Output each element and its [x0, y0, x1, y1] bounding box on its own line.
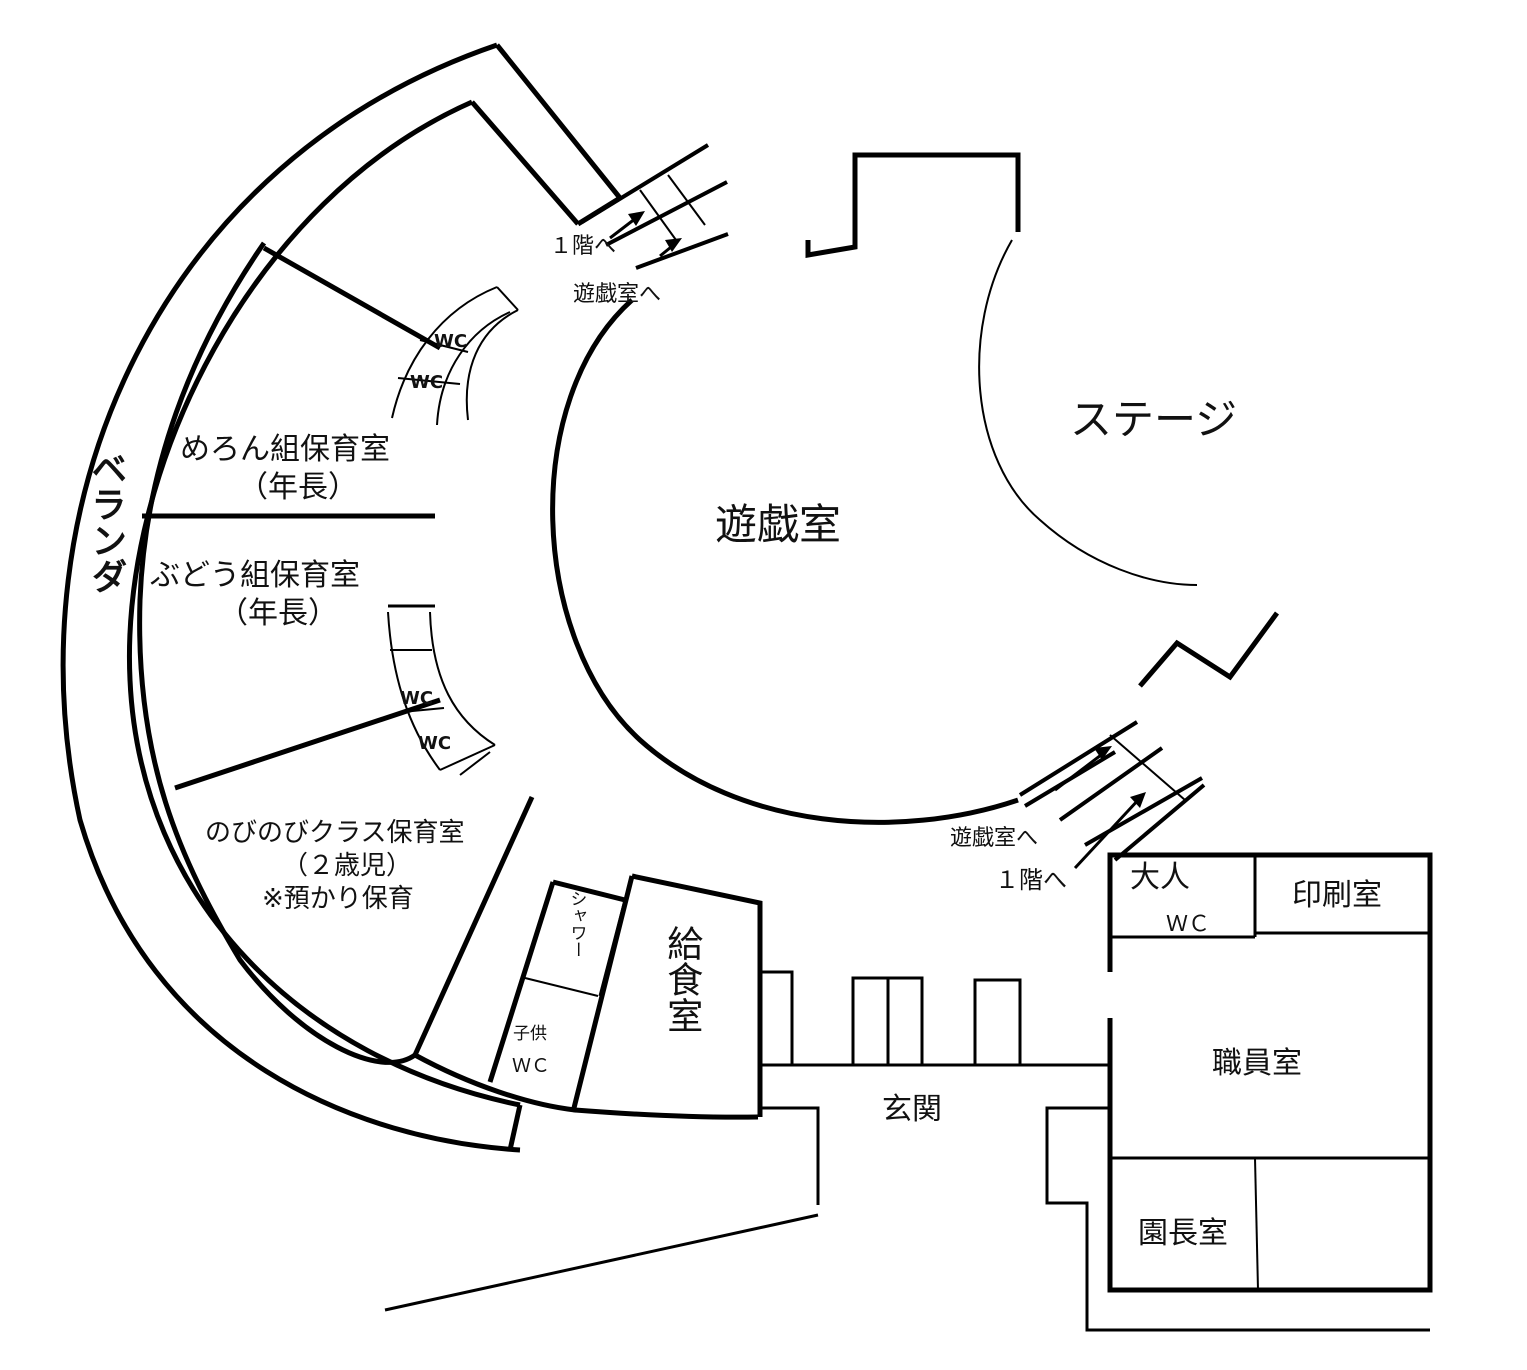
entrance-door: [760, 1106, 820, 1205]
entrance-shoe-rack-2: [851, 976, 924, 1065]
wc-label-3: WC: [400, 688, 434, 709]
upper-stair-rail-2: [605, 180, 728, 247]
office-block-outer: [1107, 852, 1433, 1293]
entrance-label: 玄関: [882, 1092, 942, 1127]
melon-room-sublabel: （年長）: [238, 470, 358, 505]
stage-right-wall: [1138, 611, 1280, 688]
adult-wc-label: 大人: [1130, 860, 1190, 895]
print-room-label: 印刷室: [1292, 878, 1382, 913]
entrance-shoe-rack-1: [762, 970, 794, 1065]
lower-wc-divider-2: [401, 707, 445, 713]
veranda-end-wall: [507, 1104, 523, 1151]
lower-stair-arrow-1: [1054, 750, 1106, 792]
stage-label: ステージ: [1070, 395, 1238, 444]
nobinobi-side-wall: [412, 795, 535, 1057]
lower-stair-arrowhead-1: [1094, 746, 1112, 760]
entrance-shoe-rack-3: [973, 978, 1022, 1065]
lower-wc-door: [459, 751, 491, 776]
office-side-path: [1045, 1106, 1430, 1332]
budou-room-sublabel: （年長）: [218, 596, 338, 631]
wc-label-1: WC: [434, 331, 468, 352]
child-wc-wall: [598, 899, 627, 997]
budou-room-label: ぶどう組保育室: [150, 558, 360, 593]
stage-edge: [978, 239, 1198, 586]
lower-wc-edge: [439, 744, 496, 771]
upper-wc-inner: [465, 309, 519, 421]
upper-wc-divider-2: [397, 377, 461, 385]
nobinobi-room-label: のびのびクラス保育室: [205, 818, 465, 848]
lower-wc-outer: [387, 611, 441, 771]
lower-stair-step-1: [1109, 734, 1186, 801]
playroom-label: 遊戯室: [715, 500, 842, 549]
wc-label-2: WC: [410, 372, 444, 393]
lower-stair-playroom-label: 遊戯室へ: [950, 826, 1039, 851]
shower-divider: [524, 977, 599, 997]
lower-stair-floor1-label: １階へ: [995, 866, 1067, 894]
upper-wc-mid: [436, 311, 511, 426]
melon-top-wall: [262, 245, 442, 351]
veranda-inner-wall: [126, 99, 580, 1108]
upper-wc-outer: [391, 286, 498, 419]
classroom-arc-outer: [137, 241, 417, 1065]
upper-stair-arrowhead-1: [628, 211, 645, 226]
lower-stair-rail-3: [1058, 746, 1164, 822]
principal-room-label: 園長室: [1138, 1216, 1228, 1251]
entrance-approach: [384, 1213, 819, 1312]
veranda-label: ベランダ: [85, 450, 127, 594]
lower-stair-rail-5: [1113, 783, 1206, 862]
child-wc-label: 子供: [513, 1024, 547, 1044]
child-wc-label-2: ＷＣ: [512, 1055, 551, 1077]
upper-stair-arrowhead-2: [665, 238, 682, 252]
upper-stair-rail-3: [635, 232, 729, 270]
veranda-outer-wall: [60, 42, 622, 1153]
playroom-wall: [550, 298, 1019, 825]
upper-stair-rail-1: [580, 143, 710, 224]
upper-stair-playroom-label: 遊戯室へ: [573, 282, 662, 307]
upper-stair-step-1: [639, 189, 677, 241]
principal-divider: [1254, 1157, 1259, 1291]
adult-wc-label-2: ＷＣ: [1166, 912, 1211, 937]
lower-wc-inner: [429, 611, 496, 746]
upper-wc-edge: [496, 286, 519, 311]
lower-stair-rail-4: [1084, 776, 1203, 847]
nobinobi-room-note: ※預かり保育: [262, 884, 414, 914]
budou-nobinobi-wall: [174, 697, 441, 791]
melon-room-label: めろん組保育室: [180, 432, 390, 467]
nobinobi-room-sublabel: （２歳児）: [282, 851, 413, 881]
kitchen-label: 給食室: [661, 925, 703, 1033]
staff-room-label: 職員室: [1212, 1046, 1302, 1081]
upper-stair-step-2: [667, 174, 706, 226]
lower-stair-rail-1: [1018, 720, 1139, 797]
wc-label-4: WC: [418, 733, 452, 754]
shower-label: シャワー: [566, 890, 587, 958]
lower-stair-arrow-2: [1073, 796, 1142, 870]
upper-stair-floor1-label: １階へ: [550, 234, 617, 259]
lower-stair-arrowhead-2: [1130, 792, 1146, 808]
stage-back-wall: [805, 152, 1021, 258]
upper-wc-divider-1: [419, 339, 469, 353]
kitchen-wall: [631, 873, 763, 1117]
shower-block: [487, 879, 626, 1083]
